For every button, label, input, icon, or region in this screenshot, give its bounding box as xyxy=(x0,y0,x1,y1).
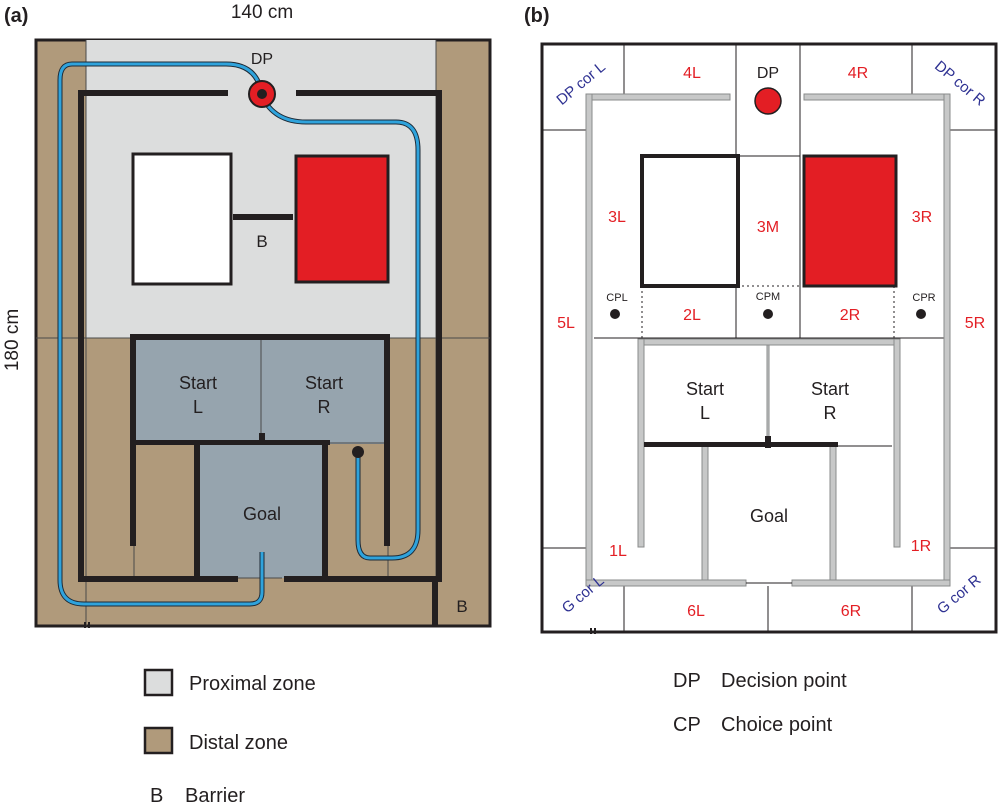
zone-labels: 4L 4R 3L 3M 3R 2L 2R 5L 5R 1L 1R 6L 6R xyxy=(557,65,985,620)
zone-3r: 3R xyxy=(912,209,932,226)
red-cue-card xyxy=(294,154,390,284)
panel-a-label: (a) xyxy=(4,5,28,27)
barrier-label: B xyxy=(256,232,267,251)
legend-proximal-swatch xyxy=(143,668,174,697)
foot-mark-left xyxy=(590,628,592,634)
zone-4r: 4R xyxy=(848,65,868,82)
panel-b: (b) xyxy=(524,5,998,634)
start-r-label-b-line2: R xyxy=(824,403,837,423)
cpm-dot xyxy=(763,309,773,319)
animal-path xyxy=(57,61,421,607)
panel-b-label: (b) xyxy=(524,5,550,27)
start-divider-knob xyxy=(765,436,771,448)
red-cue-card-b xyxy=(802,154,898,288)
decision-point-marker-b xyxy=(754,87,782,115)
legend-barrier-key: B xyxy=(150,785,163,806)
choice-point-dot xyxy=(352,446,364,458)
zone-5l: 5L xyxy=(557,315,575,332)
decision-point-center xyxy=(257,89,267,99)
zone-3l: 3L xyxy=(608,209,626,226)
cpl-dot xyxy=(610,309,620,319)
cpm-label: CPM xyxy=(756,291,780,303)
white-cue-card-b xyxy=(640,154,740,288)
legend-barrier-text: Barrier xyxy=(185,785,245,806)
height-dimension-label: 180 cm xyxy=(2,309,23,371)
dp-label-b: DP xyxy=(757,65,779,82)
start-l-label-line2: L xyxy=(193,397,203,417)
start-r-label-line2: R xyxy=(318,397,331,417)
goal-label: Goal xyxy=(243,504,281,524)
legend-cp-text: Choice point xyxy=(721,714,833,736)
legend-cp-key: CP xyxy=(673,714,701,736)
cpl-label: CPL xyxy=(606,292,627,304)
start-l-label-b-line2: L xyxy=(700,403,710,423)
white-cue-card xyxy=(131,152,233,286)
legend: Proximal zone Distal zone B Barrier DP D… xyxy=(143,668,847,806)
goal-label-b: Goal xyxy=(750,506,788,526)
panel-a: (a) 140 cm 180 cm xyxy=(2,2,492,628)
zone-4l: 4L xyxy=(683,65,701,82)
zone-6l: 6L xyxy=(687,603,705,620)
start-l-label-b-line1: Start xyxy=(686,379,724,399)
start-goal-black-wall xyxy=(644,442,838,447)
corner-barrier-label: B xyxy=(456,597,467,616)
cpr-dot xyxy=(916,309,926,319)
start-r-label-b-line1: Start xyxy=(811,379,849,399)
legend-proximal-text: Proximal zone xyxy=(189,673,316,695)
zone-2r: 2R xyxy=(840,307,860,324)
decision-point-label: DP xyxy=(251,51,273,68)
foot-mark-left-2 xyxy=(594,628,596,634)
zone-1l: 1L xyxy=(609,543,627,560)
start-r-label-line1: Start xyxy=(305,373,343,393)
cpr-label: CPR xyxy=(912,292,935,304)
legend-dp-text: Decision point xyxy=(721,670,847,692)
choice-point-dividers xyxy=(641,285,895,338)
walls xyxy=(78,90,442,628)
zone-3m: 3M xyxy=(757,219,779,236)
zone-5r: 5R xyxy=(965,315,985,332)
legend-distal-text: Distal zone xyxy=(189,732,288,754)
gray-walls xyxy=(585,93,951,587)
start-l-label-line1: Start xyxy=(179,373,217,393)
legend-dp-key: DP xyxy=(673,670,701,692)
barrier-bar xyxy=(233,214,293,220)
width-dimension-label: 140 cm xyxy=(231,2,293,23)
zone-2l: 2L xyxy=(683,307,701,324)
legend-distal-swatch xyxy=(143,726,174,755)
zone-6r: 6R xyxy=(841,603,861,620)
zone-1r: 1R xyxy=(911,538,931,555)
